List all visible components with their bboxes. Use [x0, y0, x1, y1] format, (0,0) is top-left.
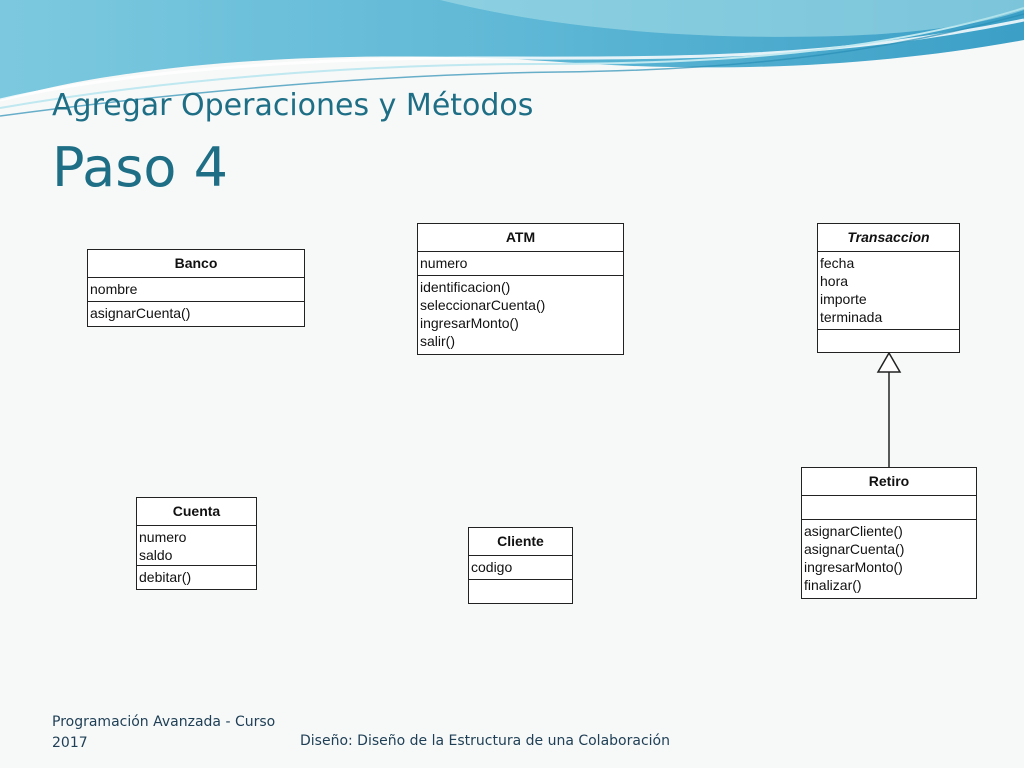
class-attributes: numero	[418, 252, 623, 276]
footer-topic: Diseño: Diseño de la Estructura de una C…	[300, 733, 670, 749]
class-operations: asignarCliente() asignarCuenta() ingresa…	[802, 520, 976, 598]
class-attributes: fecha hora importe terminada	[818, 252, 959, 330]
class-operations: identificacion() seleccionarCuenta() ing…	[418, 276, 623, 354]
class-name: Retiro	[802, 468, 976, 496]
operation: ingresarMonto()	[804, 559, 903, 575]
class-name: ATM	[418, 224, 623, 252]
operation: asignarCuenta()	[804, 541, 905, 557]
slide-title: Agregar Operaciones y Métodos	[52, 88, 534, 123]
attribute: importe	[820, 291, 867, 307]
class-operations: asignarCuenta()	[88, 302, 304, 326]
class-name: Transaccion	[818, 224, 959, 252]
operation: debitar()	[139, 569, 192, 585]
operation: asignarCuenta()	[90, 305, 191, 321]
class-name: Cliente	[469, 528, 572, 556]
class-name: Cuenta	[137, 498, 256, 526]
slide-subtitle: Paso 4	[52, 136, 228, 199]
attribute: nombre	[90, 281, 138, 297]
uml-class-atm[interactable]: ATM numero identificacion() seleccionarC…	[417, 223, 624, 355]
uml-class-transaccion[interactable]: Transaccion fecha hora importe terminada	[817, 223, 960, 353]
class-operations	[818, 330, 959, 352]
operation: identificacion()	[420, 279, 511, 295]
header-wave-decoration	[0, 0, 1024, 117]
class-name: Banco	[88, 250, 304, 278]
attribute: numero	[420, 255, 468, 271]
footer-course: Programación Avanzada - Curso 2017	[52, 714, 276, 751]
attribute: saldo	[139, 547, 173, 563]
uml-class-cliente[interactable]: Cliente codigo	[468, 527, 573, 604]
attribute: codigo	[471, 559, 513, 575]
attribute: hora	[820, 273, 849, 289]
uml-class-cuenta[interactable]: Cuenta numero saldo debitar()	[136, 497, 257, 590]
operation: ingresarMonto()	[420, 315, 519, 331]
operation: salir()	[420, 333, 455, 349]
class-attributes: nombre	[88, 278, 304, 302]
attribute: fecha	[820, 255, 855, 271]
attribute: numero	[139, 529, 187, 545]
generalization-arrowhead	[876, 351, 902, 373]
class-operations: debitar()	[137, 566, 256, 589]
operation: finalizar()	[804, 577, 862, 593]
class-operations	[469, 580, 572, 603]
attribute: terminada	[820, 309, 883, 325]
operation: seleccionarCuenta()	[420, 297, 546, 313]
class-attributes	[802, 496, 976, 520]
class-attributes: numero saldo	[137, 526, 256, 566]
uml-class-retiro[interactable]: Retiro asignarCliente() asignarCuenta() …	[801, 467, 977, 599]
operation: asignarCliente()	[804, 523, 903, 539]
uml-class-banco[interactable]: Banco nombre asignarCuenta()	[87, 249, 305, 327]
class-attributes: codigo	[469, 556, 572, 580]
